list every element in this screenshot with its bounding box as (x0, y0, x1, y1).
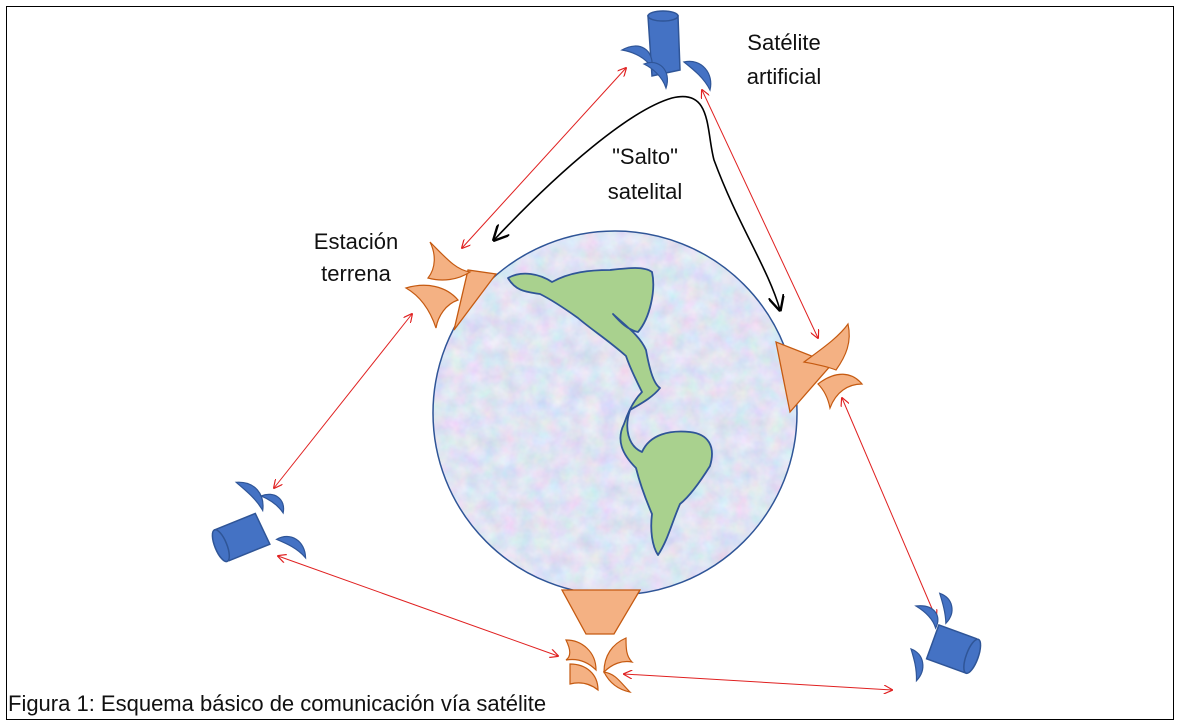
label-station-line1: Estación (314, 229, 398, 254)
earth-station-bottom-icon (560, 589, 642, 693)
downlink-top-satellite-to-right-station (702, 90, 818, 338)
label-station: Estación terrena (314, 229, 398, 286)
link-left-station-to-left-satellite (274, 314, 412, 488)
label-hop-line2: satelital (608, 179, 683, 204)
link-bottom-station-to-right-satellite (624, 674, 892, 690)
links (274, 68, 936, 690)
figure-caption: Figura 1: Esquema básico de comunicación… (8, 691, 547, 716)
label-satellite-line1: Satélite (747, 30, 820, 55)
satellite-left-icon (211, 481, 307, 563)
link-left-satellite-to-bottom-station (278, 556, 558, 656)
earth-station-right-icon (775, 322, 864, 414)
label-satellite-line2: artificial (747, 64, 822, 89)
label-satellite: Satélite artificial (747, 30, 822, 89)
label-hop: "Salto" satelital (608, 144, 683, 204)
satellite-right-icon (910, 592, 982, 683)
earth-station-left-icon (404, 241, 498, 331)
uplink-left-station-to-top-satellite (462, 68, 626, 248)
satellite-top-icon (620, 10, 712, 92)
label-hop-line1: "Salto" (612, 144, 678, 169)
satellite-hop-arc (494, 95, 780, 310)
link-right-station-to-right-satellite (842, 398, 936, 618)
figure-frame (6, 6, 1174, 720)
label-station-line2: terrena (321, 261, 391, 286)
